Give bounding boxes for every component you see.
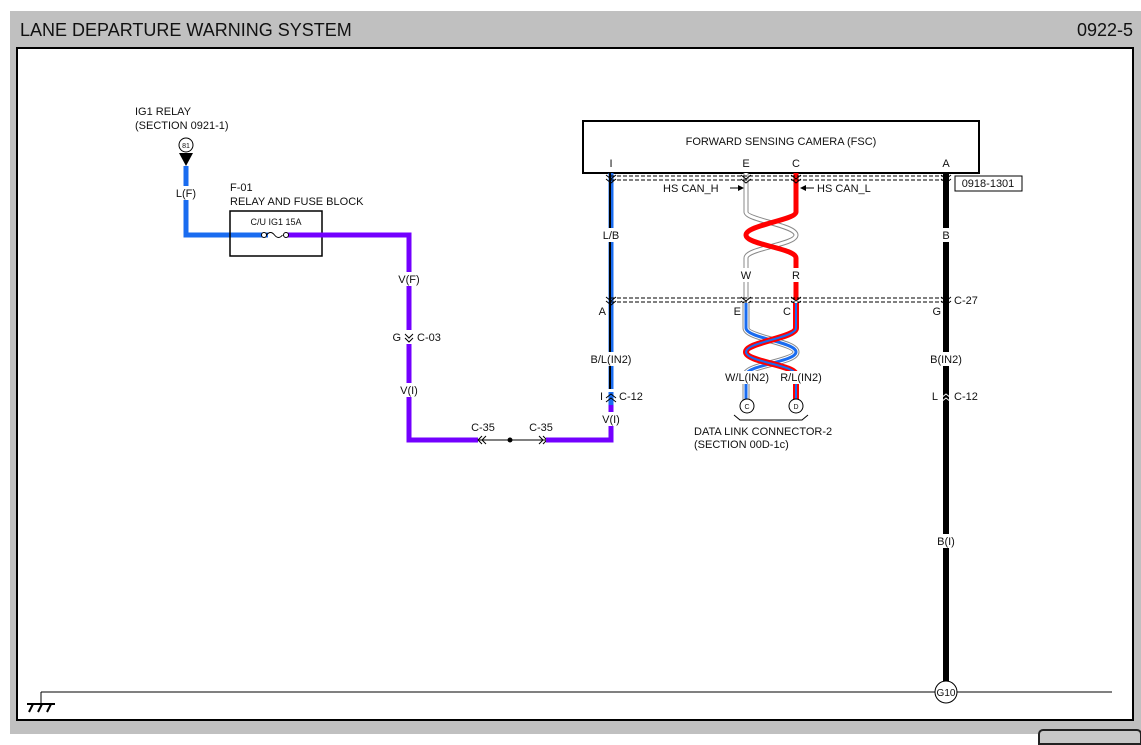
connector-c12-left-icon [605,393,617,403]
fuse-icon [261,232,267,238]
c12-right-label: C-12 [954,391,978,403]
dlc-pin-d: D [793,404,798,411]
ig1-relay-section: (SECTION 0921-1) [135,120,229,132]
dlc-bracket [733,414,809,421]
fuse-element-icon [266,232,283,238]
wire-lf-label: L(F) [176,188,196,200]
dlc-pin-d-icon [788,398,804,414]
twisted-pair-upper [743,173,799,300]
c27-pin-e: E [734,306,741,318]
wire-bl-label: B/L(IN2) [591,354,632,366]
wire-vi-right-label: V(I) [602,414,620,426]
c35-splice-icon [507,437,513,443]
c27-pin-g: G [932,306,941,318]
wire-r-label: R [792,270,800,282]
wire-b-in2-label: B(IN2) [930,354,962,366]
wire-b-label: B [942,230,949,242]
connector-c03-pin: G [392,332,401,344]
dlc-section[interactable]: (SECTION 00D-1c) [694,439,789,451]
connector-ref-label[interactable]: 0918-1301 [962,178,1015,190]
page-title: LANE DEPARTURE WARNING SYSTEM [20,20,352,40]
dlc-pin-c: C [744,404,749,411]
ig1-relay-label: IG1 RELAY [135,106,192,118]
dlc-pin-c-icon [739,398,755,414]
ground-icon [27,703,55,713]
feed-arrow-icon [179,153,193,166]
fuse-terminal-icon [283,232,289,238]
connector-ref-box[interactable] [954,175,1023,192]
camera-name: FORWARD SENSING CAMERA (FSC) [686,136,877,148]
c27-pin-c: C [783,306,791,318]
wire-lb-label: L/B [603,230,620,242]
connector-c03-label: C-03 [417,332,441,344]
connector-c27-band [605,296,952,306]
fuse-block-name: RELAY AND FUSE BLOCK [230,196,364,208]
connector-c27-label: C-27 [954,295,978,307]
node-81-label: 81 [182,143,190,150]
dlc-name[interactable]: DATA LINK CONNECTOR-2 [694,426,832,438]
wire-w-label: W [741,270,752,282]
c12-left-pin: I [600,391,603,403]
wire-vi-label: V(I) [400,385,418,397]
page-number: 0922-5 [1076,20,1133,40]
wire-vf-label: V(F) [398,274,419,286]
c35-left-label: C-35 [471,422,495,434]
camera-pin-c: C [792,158,800,170]
wire-vf [286,232,478,443]
c35-right-label: C-35 [529,422,553,434]
twisted-pair-lower [742,303,800,400]
ground-node-label[interactable]: G10 [937,688,956,699]
ground-node-icon[interactable] [934,680,958,704]
wire-wl-label: W/L(IN2) [725,372,769,384]
fuse-label: C/U IG1 15A [250,217,301,227]
c27-pin-a: A [599,306,607,318]
connector-c03-icon [404,333,414,343]
fuse-block-id: F-01 [230,182,253,194]
wire-rl-label: R/L(IN2) [780,372,822,384]
c12-right-pin: L [932,391,938,403]
wire-bi-label: B(I) [937,536,955,548]
c35-left-icon [477,435,487,445]
camera-pin-i: I [609,158,612,170]
can-h-label: HS CAN_H [663,183,719,195]
can-l-label: HS CAN_L [817,183,871,195]
camera-connector-band [605,174,952,184]
camera-box [582,120,980,174]
node-81-icon [178,137,194,153]
c12-left-label: C-12 [619,391,643,403]
connector-c12-right-icon [940,393,952,403]
camera-pin-e: E [742,158,749,170]
camera-pin-a: A [942,158,950,170]
